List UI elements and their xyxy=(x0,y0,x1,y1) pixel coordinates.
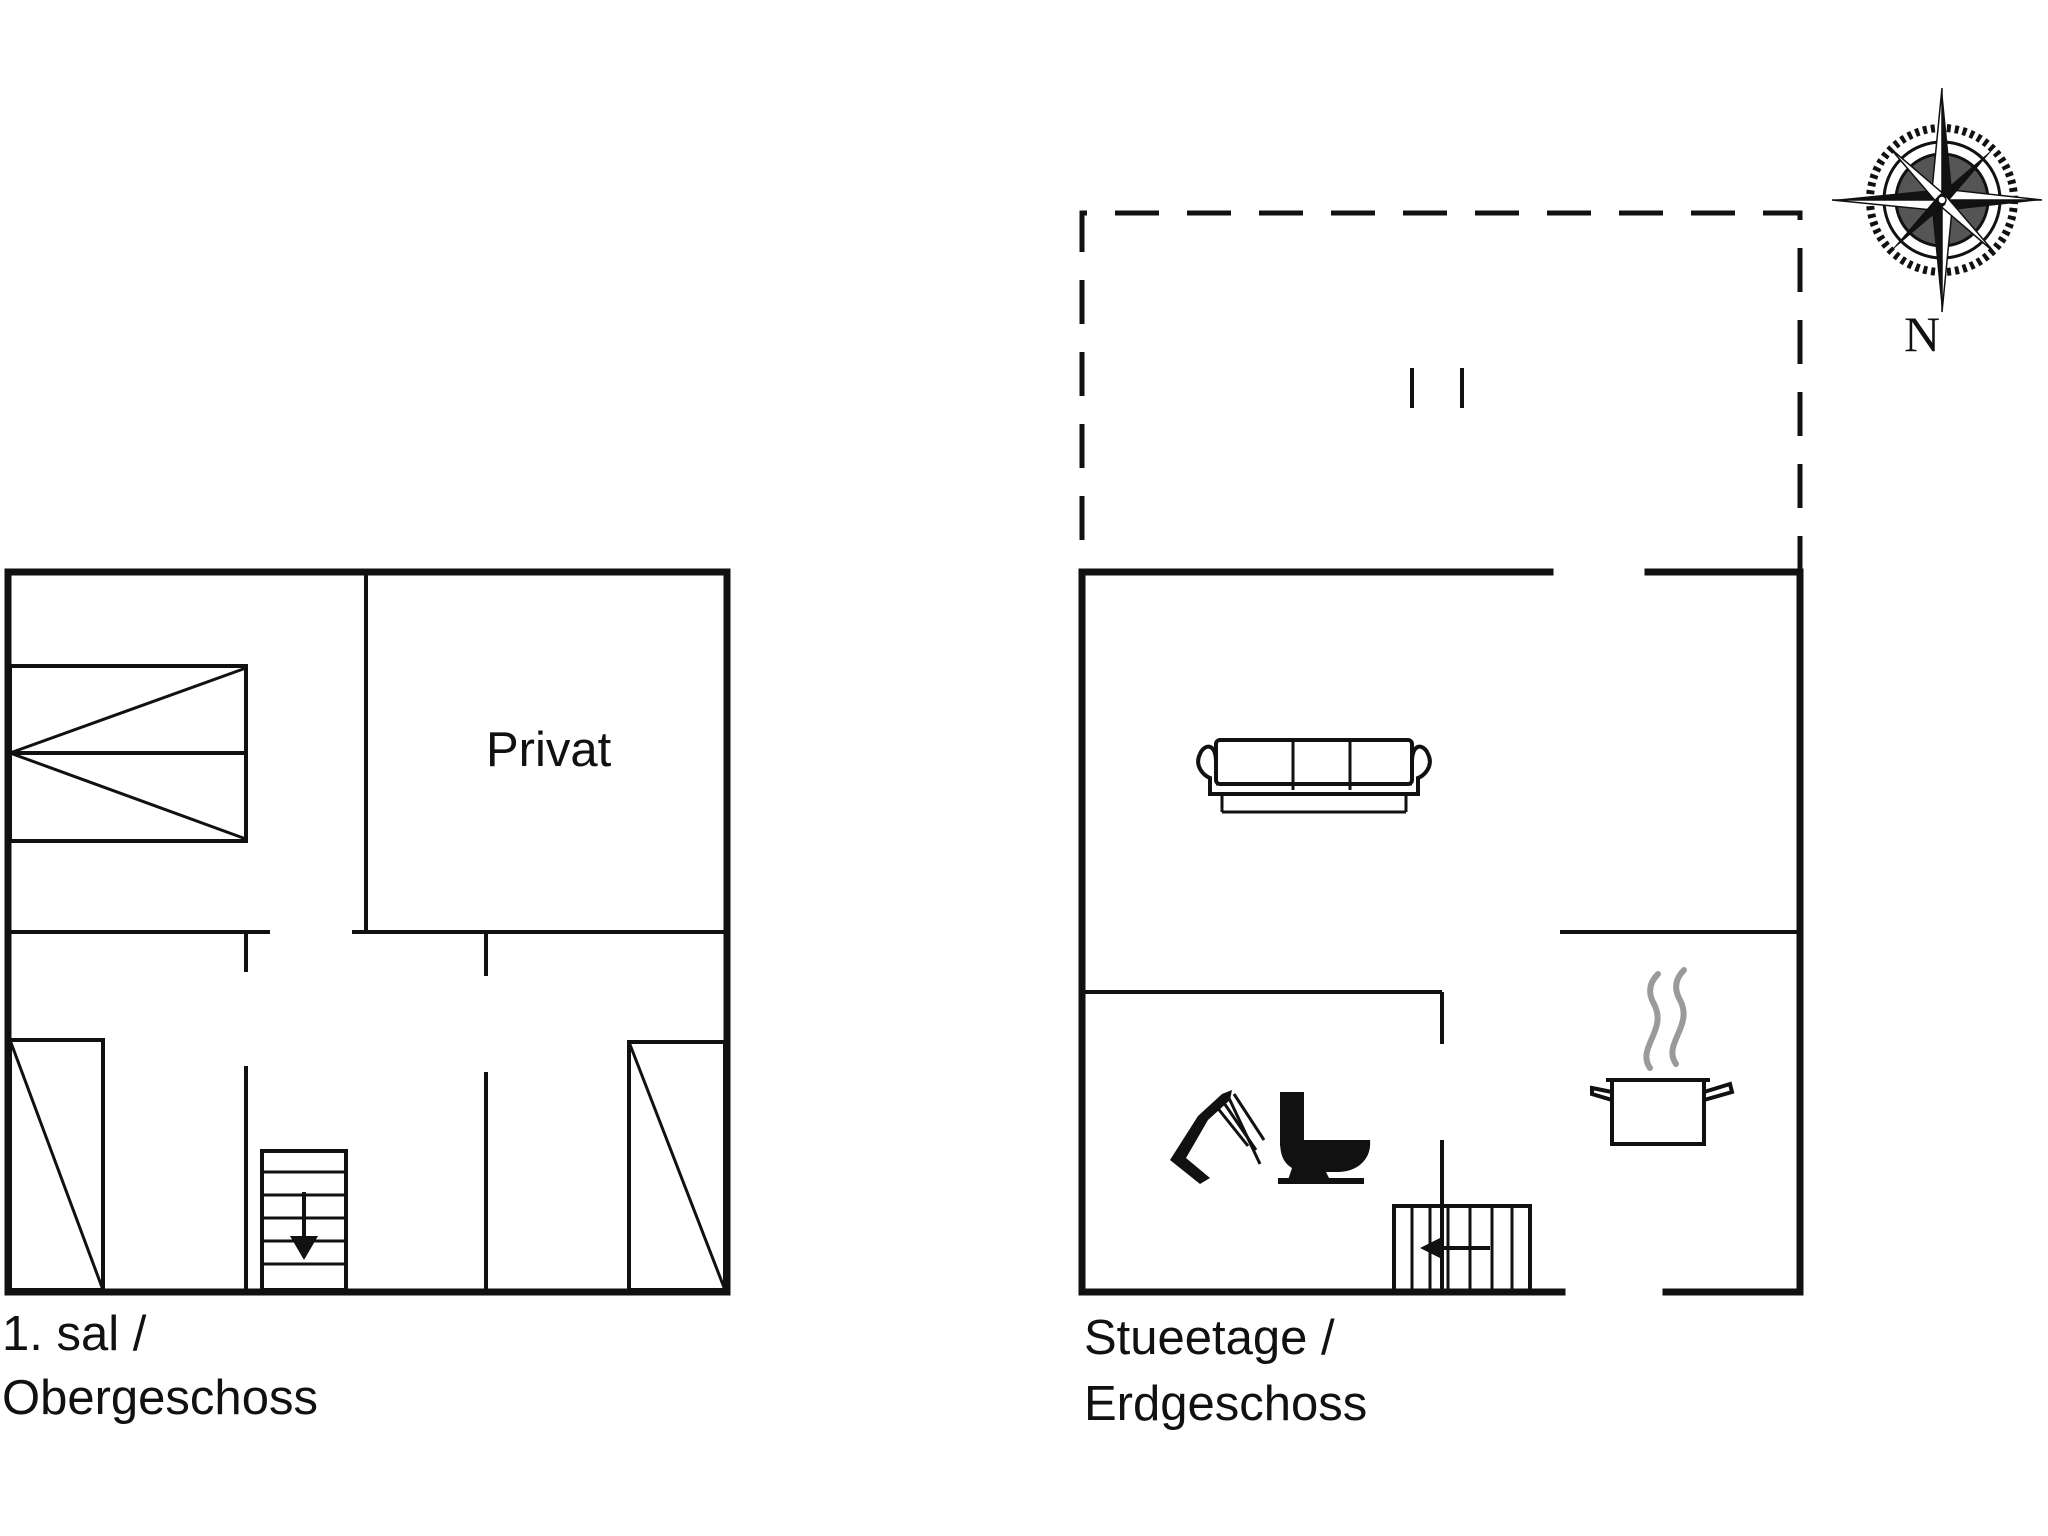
toilet-icon xyxy=(1278,1092,1371,1184)
double-bed-icon xyxy=(8,664,248,843)
room-label-private: Privat xyxy=(486,723,612,777)
compass-north-label: N xyxy=(1904,306,1941,362)
sofa-icon xyxy=(1196,738,1432,814)
terrace-outline xyxy=(1079,210,1803,570)
staircase-up-icon xyxy=(1392,1204,1532,1294)
upper-floor-label-line2: Obergeschoss xyxy=(2,1371,318,1425)
single-bed-icon xyxy=(8,1038,105,1292)
compass-rose-icon xyxy=(1831,87,2043,313)
shower-icon xyxy=(1170,1090,1266,1184)
ground-floor-label-line1: Stueetage / xyxy=(1084,1311,1335,1365)
ground-floor-label-line2: Erdgeschoss xyxy=(1084,1377,1368,1431)
upper-floor-plan xyxy=(4,568,731,1296)
single-bed-icon xyxy=(627,1040,727,1292)
staircase-down-icon xyxy=(260,1149,348,1292)
ground-floor-plan xyxy=(1078,210,1804,1296)
cooking-pot-icon xyxy=(1590,967,1735,1146)
upper-floor-outer-wall xyxy=(4,568,731,1296)
upper-floor-label-line1: 1. sal / xyxy=(2,1307,147,1361)
